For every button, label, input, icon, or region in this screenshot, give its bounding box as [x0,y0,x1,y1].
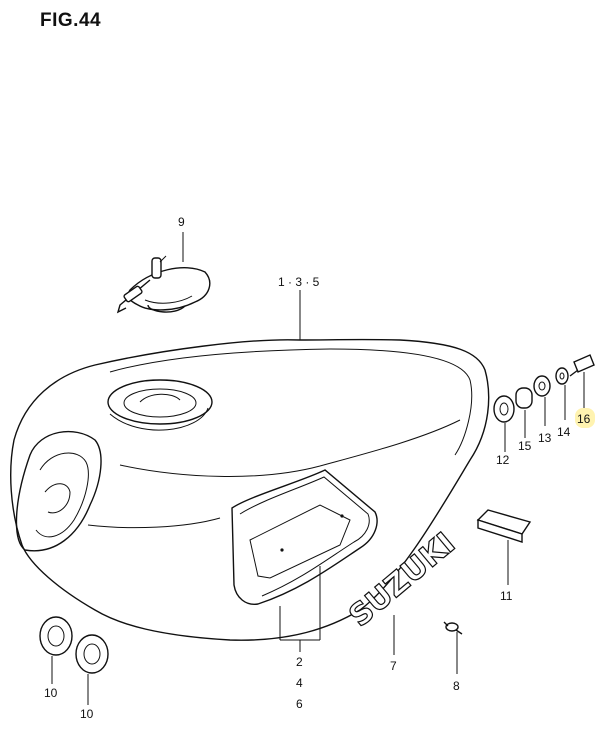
washer [533,375,551,397]
leader-lines [51,232,585,705]
callout-stripe-6: 6 [296,697,303,711]
tank-cap [116,255,211,314]
callout-cap: 9 [178,215,185,229]
side-stripe [231,469,378,605]
grommet [493,395,515,423]
emblem: SUZUKI [342,525,463,634]
callout-grommet: 12 [496,453,510,467]
figure-title: FIG.44 [40,10,102,31]
fuel-tank [10,338,490,641]
callout-washer-small: 14 [557,425,571,439]
callout-bolt: 16 [577,412,591,426]
callout-cushion-b: 10 [80,707,94,721]
highlight-marker [575,408,595,428]
cushion-left [39,616,73,656]
callout-screw: 8 [453,679,460,693]
callout-labels: 9 1 · 3 · 5 2 4 6 7 8 10 10 11 12 15 13 … [44,215,591,721]
callout-cushion-a: 10 [44,686,58,700]
spacer [515,387,533,409]
callout-washer: 13 [538,431,552,445]
callout-tank: 1 · 3 · 5 [278,275,320,289]
screw [443,621,463,635]
callout-stripe-4: 4 [296,676,303,690]
emblem-lettering: SUZUKI [343,526,462,634]
callout-pad: 11 [500,589,513,603]
callout-emblem: 7 [390,659,397,673]
bolt [569,354,595,377]
callout-spacer: 15 [518,439,532,453]
cushion-right [75,634,109,674]
washer-small [555,367,569,385]
callout-stripe-2: 2 [296,655,303,669]
pad [476,509,532,543]
